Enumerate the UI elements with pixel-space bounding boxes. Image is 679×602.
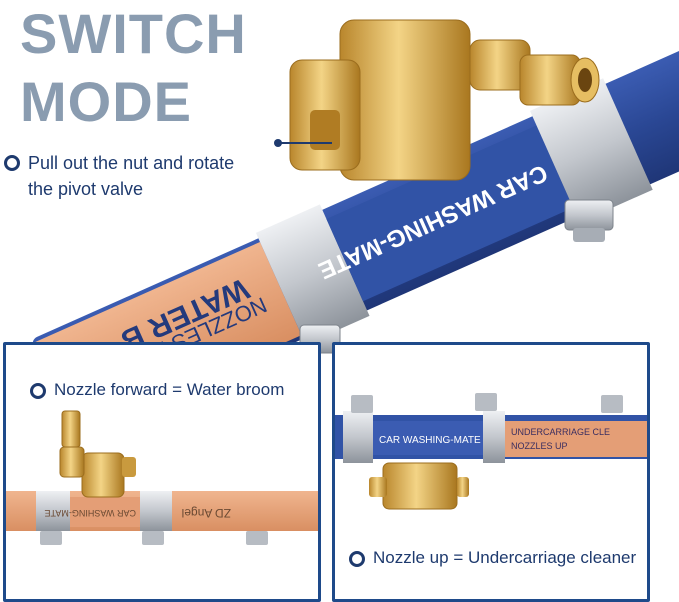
main-note-line-2: the pivot valve [28, 179, 144, 199]
left-orange-label: CAR WASHING-MATE [45, 508, 137, 518]
left-panel-image: CAR WASHING-MATE ZD Angel [6, 410, 318, 545]
right-orange-line1: UNDERCARRIAGE CLE [511, 427, 610, 437]
right-orange-line2: NOZZLES UP [511, 441, 568, 451]
left-brand-label: ZD Angel [182, 506, 231, 520]
right-panel: CAR WASHING-MATE UNDERCARRIAGE CLE NOZZL… [332, 342, 650, 602]
steel-collar-2 [530, 78, 653, 223]
steel-collar-1 [255, 204, 370, 345]
left-panel-caption: Nozzle forward = Water broom [54, 380, 285, 399]
nozzle-small-1 [564, 199, 614, 242]
title-line-1: SWITCH [20, 2, 247, 65]
bullet-icon [4, 155, 20, 171]
title-line-2: MODE [20, 70, 192, 133]
right-panel-caption: Nozzle up = Undercarriage cleaner [373, 548, 637, 567]
left-panel: CAR WASHING-MATE ZD Angel Nozzle forward… [3, 342, 321, 602]
right-panel-image: CAR WASHING-MATE UNDERCARRIAGE CLE NOZZL… [335, 393, 647, 510]
right-caption-bullet-icon [349, 551, 365, 567]
main-note-line-1: Pull out the nut and rotate [28, 153, 235, 173]
left-caption-bullet-icon [30, 383, 46, 399]
pointer-line [274, 139, 332, 147]
blue-label [326, 125, 574, 302]
right-blue-label: CAR WASHING-MATE [379, 435, 481, 446]
brass-valve [289, 19, 600, 181]
